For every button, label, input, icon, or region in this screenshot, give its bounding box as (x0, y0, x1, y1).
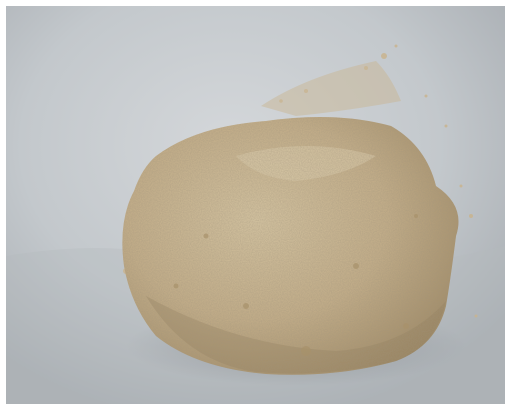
photo (6, 6, 505, 404)
powder-lumps (173, 214, 418, 356)
powder-grain-texture (122, 117, 459, 375)
photo-illustration (6, 6, 505, 404)
